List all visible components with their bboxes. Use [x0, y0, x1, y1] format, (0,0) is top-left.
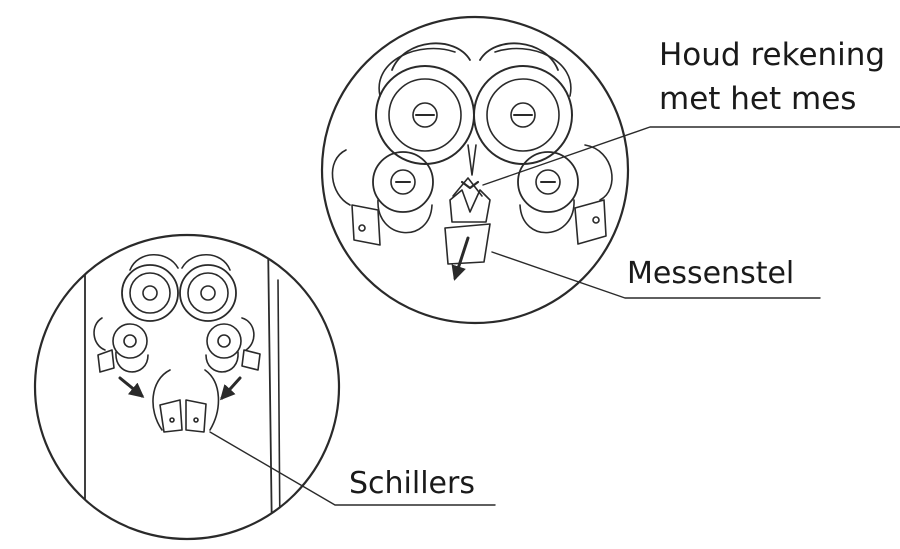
lower-right-roller	[517, 144, 613, 245]
label-knife-assembly: Messenstel	[627, 256, 795, 291]
bottom-detail-view	[33, 233, 341, 541]
lower-left-roller-small	[93, 317, 149, 373]
leader-schillers	[209, 431, 496, 506]
upper-right-roller	[473, 42, 573, 165]
upper-right-roller-small	[179, 254, 237, 322]
peelers-assembly	[118, 369, 242, 433]
upper-left-roller	[375, 42, 475, 165]
lower-right-roller-small	[205, 317, 261, 373]
knife-assembly	[444, 177, 491, 281]
leader-houd-rekening	[482, 126, 900, 186]
label-peelers: Schillers	[349, 466, 475, 501]
bottom-detail-circle	[33, 233, 341, 541]
label-knife-warning-line2: met het mes	[659, 81, 857, 117]
top-detail-view	[320, 15, 630, 325]
lower-left-roller	[331, 149, 434, 246]
upper-left-roller-small	[121, 254, 179, 322]
top-detail-circle	[320, 15, 630, 325]
leader-messenstel	[491, 251, 821, 299]
label-knife-warning-line1: Houd rekening	[659, 37, 886, 73]
leader-lines	[209, 126, 900, 506]
